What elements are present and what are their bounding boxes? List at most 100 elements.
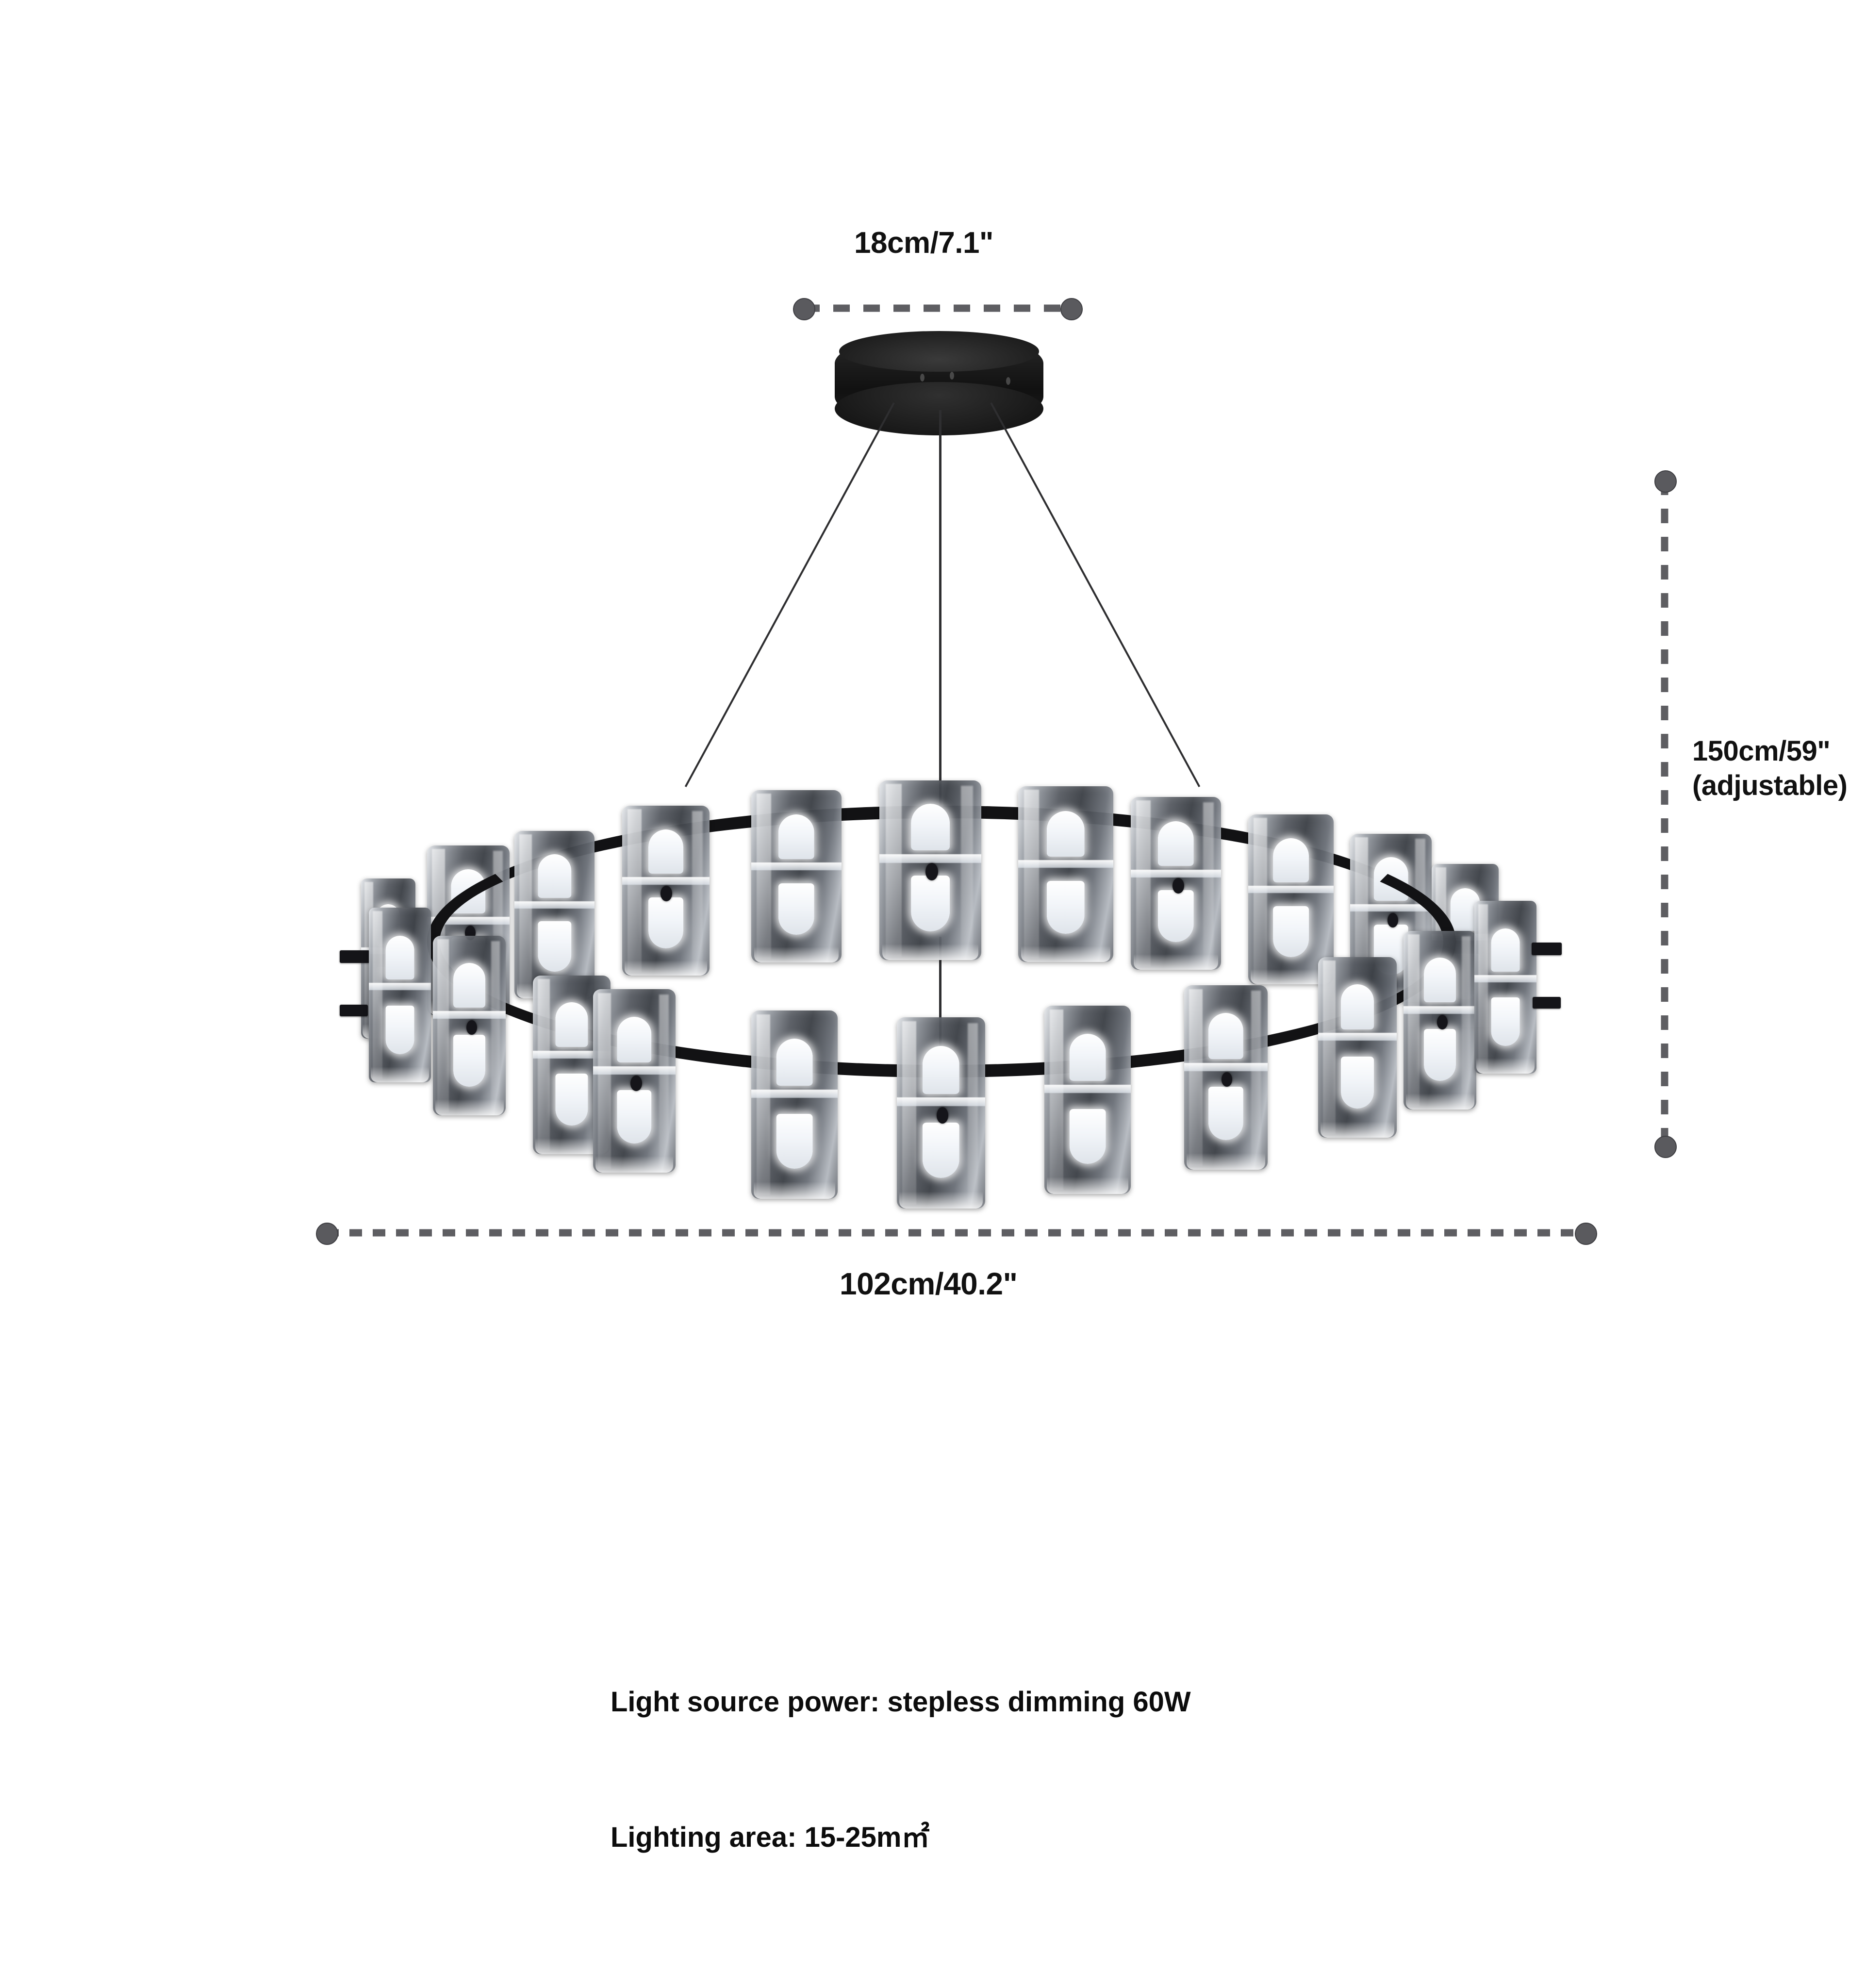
mount-knob xyxy=(466,1020,477,1035)
light-element xyxy=(385,935,414,979)
glass-highlight xyxy=(902,1021,917,1205)
light-element xyxy=(922,1046,960,1094)
light-element xyxy=(617,1016,652,1063)
light-band xyxy=(1404,1006,1476,1014)
light-element xyxy=(1069,1034,1106,1081)
mount-knob xyxy=(630,1075,642,1091)
light-band xyxy=(1474,975,1536,983)
glass-shade xyxy=(433,936,506,1115)
glass-rim xyxy=(1476,1058,1535,1074)
suspension-cable-center xyxy=(939,410,941,813)
glass-highlight xyxy=(967,1023,978,1203)
canopy-dimension-line xyxy=(793,298,1083,320)
light-element xyxy=(776,1039,813,1086)
shade-mount-clip xyxy=(340,1005,368,1016)
light-band xyxy=(1184,1062,1268,1071)
dimension-dashes-vertical xyxy=(1661,480,1668,1148)
glass-shade xyxy=(1044,1006,1131,1194)
light-band xyxy=(433,1011,506,1019)
glass-shade xyxy=(369,908,431,1082)
light-element xyxy=(776,1114,813,1169)
dimension-dashes xyxy=(326,1229,1587,1237)
light-band xyxy=(1044,1084,1131,1093)
light-band xyxy=(369,982,431,990)
canopy-cable-hole xyxy=(1006,377,1010,385)
light-element xyxy=(1340,1056,1374,1109)
mount-knob xyxy=(936,1107,948,1124)
mount-knob xyxy=(1222,1072,1233,1087)
dimension-endpoint-top xyxy=(1654,470,1677,493)
glass-shade xyxy=(1404,931,1476,1110)
glass-rim xyxy=(1405,1093,1474,1110)
light-element xyxy=(555,1074,588,1126)
dimension-endpoint-right xyxy=(1060,298,1083,320)
ceiling-canopy xyxy=(835,331,1043,435)
canopy-cable-hole xyxy=(920,373,925,381)
glass-shade xyxy=(593,989,676,1173)
light-element xyxy=(453,1034,485,1087)
glass-rim xyxy=(595,1156,673,1173)
light-element xyxy=(453,962,485,1008)
light-band xyxy=(1318,1033,1397,1041)
light-element xyxy=(1340,984,1374,1029)
drop-dimension-line xyxy=(1654,470,1677,1158)
glass-shade xyxy=(897,1017,985,1209)
glass-highlight xyxy=(598,993,611,1169)
light-element xyxy=(1424,958,1456,1003)
glass-highlight xyxy=(372,911,383,1079)
light-band xyxy=(593,1066,676,1075)
light-element xyxy=(555,1002,588,1047)
glass-rim xyxy=(370,1066,429,1082)
dimension-dashes xyxy=(803,304,1073,312)
glass-rim xyxy=(754,1182,835,1199)
glass-shade xyxy=(751,1011,838,1199)
glass-shade xyxy=(1318,957,1397,1138)
glass-rim xyxy=(435,1099,504,1115)
dimension-endpoint-bottom xyxy=(1654,1136,1677,1158)
glass-highlight xyxy=(1189,989,1203,1166)
light-band xyxy=(897,1097,985,1107)
glass-rim xyxy=(899,1191,983,1209)
suspension-cable-left xyxy=(684,402,895,787)
glass-highlight xyxy=(1408,934,1420,1106)
glass-highlight xyxy=(659,994,669,1167)
light-band xyxy=(751,1089,838,1098)
light-element xyxy=(385,1005,414,1055)
canopy-cable-hole xyxy=(949,371,954,380)
dimension-endpoint-left xyxy=(793,298,815,320)
width-dimension-line xyxy=(316,1223,1597,1245)
glass-highlight xyxy=(1462,936,1470,1104)
light-element xyxy=(1069,1109,1106,1164)
canopy-dimension-label: 18cm/7.1" xyxy=(854,226,993,260)
glass-highlight xyxy=(756,1014,771,1195)
mount-knob xyxy=(1437,1014,1448,1029)
light-element xyxy=(922,1122,960,1178)
canopy-top-face xyxy=(839,331,1040,372)
glass-highlight xyxy=(1251,991,1261,1164)
glass-highlight xyxy=(1049,1009,1064,1191)
spec-power: Light source power: stepless dimming 60W xyxy=(611,1686,1191,1718)
light-element xyxy=(1208,1087,1244,1141)
glass-highlight xyxy=(1478,904,1488,1070)
shade-mount-clip xyxy=(340,950,370,963)
glass-shade xyxy=(1474,901,1536,1074)
glass-highlight xyxy=(491,941,500,1110)
light-element xyxy=(1208,1013,1244,1059)
light-element xyxy=(1491,928,1520,972)
shade-mount-clip xyxy=(1533,997,1561,1009)
dimension-endpoint-left xyxy=(316,1223,338,1245)
light-element xyxy=(1424,1029,1456,1081)
glass-rim xyxy=(1047,1177,1128,1194)
drop-dimension-label: 150cm/59" (adjustable) xyxy=(1692,735,1848,801)
suspension-cable-right xyxy=(990,402,1201,787)
width-dimension-label: 102cm/40.2" xyxy=(840,1266,1018,1301)
dimension-endpoint-right xyxy=(1575,1223,1597,1245)
shade-mount-clip xyxy=(1532,943,1562,955)
spec-area: Lighting area: 15-25m㎡ xyxy=(611,1822,930,1853)
light-element xyxy=(617,1090,652,1143)
light-element xyxy=(1491,997,1520,1046)
glass-highlight xyxy=(1322,961,1336,1134)
glass-rim xyxy=(1320,1121,1395,1138)
glass-highlight xyxy=(537,979,550,1151)
glass-rim xyxy=(1187,1153,1265,1170)
